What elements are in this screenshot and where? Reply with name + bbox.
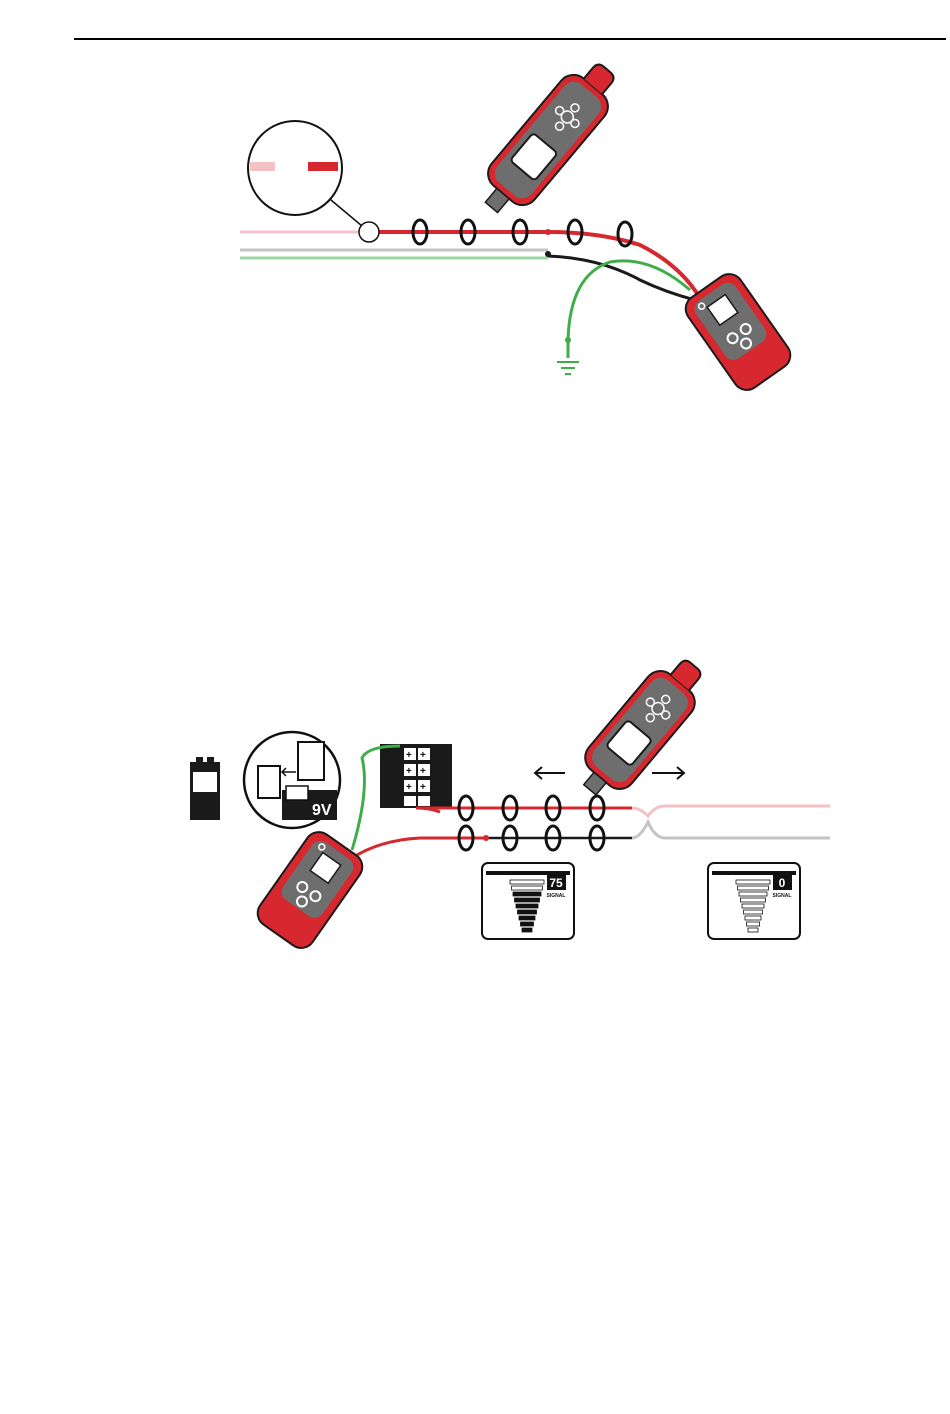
break-marker — [359, 222, 379, 242]
signal-bar — [736, 880, 770, 884]
battery-zoom-callout: 9V — [244, 732, 340, 828]
signal-label: SIGNAL — [547, 893, 566, 899]
pack-plus-sign: + — [420, 750, 426, 761]
gray-cable — [632, 822, 830, 838]
signal-bar — [515, 898, 540, 902]
broken-end-pink — [250, 162, 275, 171]
pack-plus-sign: + — [406, 766, 412, 777]
signal-value: 75 — [549, 876, 563, 890]
signal-bar — [522, 928, 532, 932]
signal-meter-far: 0 SIGNAL — [708, 863, 800, 939]
signal-bar — [738, 886, 769, 890]
probe-device-icon — [470, 52, 629, 226]
cable-tracing-diagram: 9V + + + + + + — [0, 640, 950, 960]
pack-plus-sign: + — [420, 766, 426, 777]
ground-symbol-icon — [557, 362, 579, 374]
junction-dot — [545, 229, 551, 235]
signal-bar — [518, 910, 537, 914]
pink-cable-segment — [632, 806, 830, 816]
pack-plus-sign: + — [420, 782, 426, 793]
signal-bar — [513, 892, 541, 896]
signal-bar — [742, 904, 764, 908]
signal-bar — [516, 904, 538, 908]
signal-bar — [747, 922, 760, 926]
probe-device-icon — [568, 648, 715, 808]
transmitter-device-icon — [680, 269, 796, 396]
signal-meter-near: 75 SIGNAL — [482, 863, 574, 939]
battery-pack-icon: + + + + + + — [380, 744, 452, 808]
red-test-lead — [352, 838, 486, 858]
signal-bar — [512, 886, 543, 890]
battery-voltage-label: 9V — [312, 802, 332, 819]
break-zoom-callout — [248, 121, 379, 242]
signal-bar — [739, 892, 767, 896]
signal-value: 0 — [779, 876, 786, 890]
signal-bar — [521, 922, 534, 926]
signal-bar — [745, 916, 761, 920]
signal-bar — [510, 880, 544, 884]
signal-bar — [519, 916, 535, 920]
signal-bar — [741, 898, 766, 902]
pack-plus-sign: + — [406, 782, 412, 793]
junction-dot — [545, 251, 551, 257]
pack-plus-sign: + — [406, 750, 412, 761]
cable-identification-diagram — [0, 0, 950, 420]
broken-end-red — [308, 162, 338, 171]
battery-9v-icon — [190, 757, 220, 820]
signal-bar — [744, 910, 763, 914]
signal-bar — [748, 928, 758, 932]
signal-rings — [459, 796, 604, 850]
background-cables — [240, 232, 548, 258]
ground-dot — [565, 337, 571, 343]
transmitter-device-icon — [252, 827, 368, 954]
signal-label: SIGNAL — [773, 893, 792, 899]
